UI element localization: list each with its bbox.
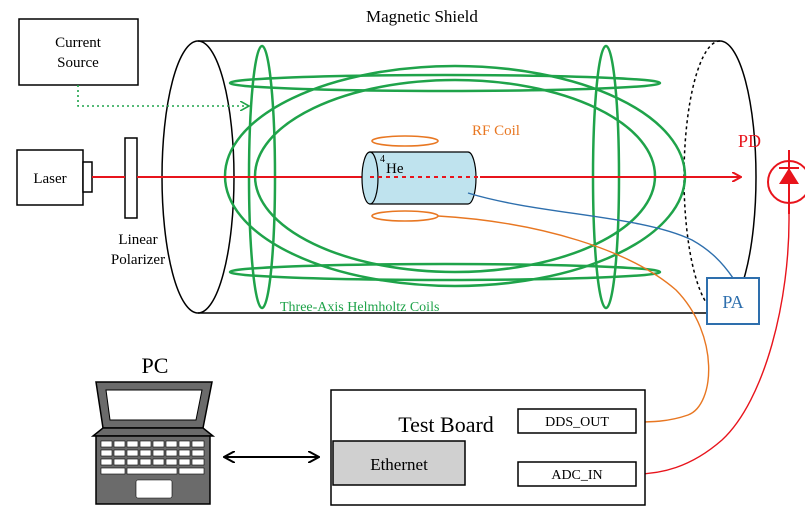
adc-in-label: ADC_IN — [551, 468, 602, 483]
pa-label: PA — [722, 292, 743, 312]
dds-out-label: DDS_OUT — [545, 415, 609, 430]
rf-coil-label: RF Coil — [472, 123, 520, 139]
helium-label: He — [386, 161, 404, 177]
cell-to-pa-wire — [467, 192, 734, 279]
rf-coil-bottom — [371, 210, 439, 222]
rf-coil-top — [371, 135, 439, 147]
current-source-box — [18, 18, 139, 86]
linear-polarizer-label-1: Linear — [118, 232, 157, 248]
magnetic-shield-label: Magnetic Shield — [366, 7, 478, 26]
rf-coil-to-dds-wire — [437, 215, 710, 423]
pc-label: PC — [142, 353, 169, 378]
current-source-label-2: Source — [57, 55, 99, 71]
adc-in-port — [517, 461, 637, 487]
laptop-icon — [90, 381, 216, 505]
helmholtz-coils-label: Three-Axis Helmholtz Coils — [280, 300, 439, 315]
pd-label: PD — [738, 131, 761, 151]
pa-box — [706, 277, 760, 325]
dds-out-port — [517, 408, 637, 434]
laser-label: Laser — [33, 171, 66, 187]
pd-to-adc-wire — [635, 213, 790, 475]
current-source-arrow — [77, 85, 248, 106]
photodiode-icon — [767, 150, 805, 214]
test-board-label: Test Board — [398, 412, 494, 437]
helium-superscript: 4 — [380, 154, 385, 165]
ethernet-label: Ethernet — [370, 455, 428, 474]
ethernet-port — [332, 440, 466, 486]
linear-polarizer — [124, 137, 138, 219]
helium-cell — [361, 151, 480, 205]
laser-aperture — [82, 161, 93, 193]
laser-box — [16, 149, 84, 206]
current-source-label-1: Current — [55, 35, 102, 51]
linear-polarizer-label-2: Polarizer — [111, 252, 165, 268]
